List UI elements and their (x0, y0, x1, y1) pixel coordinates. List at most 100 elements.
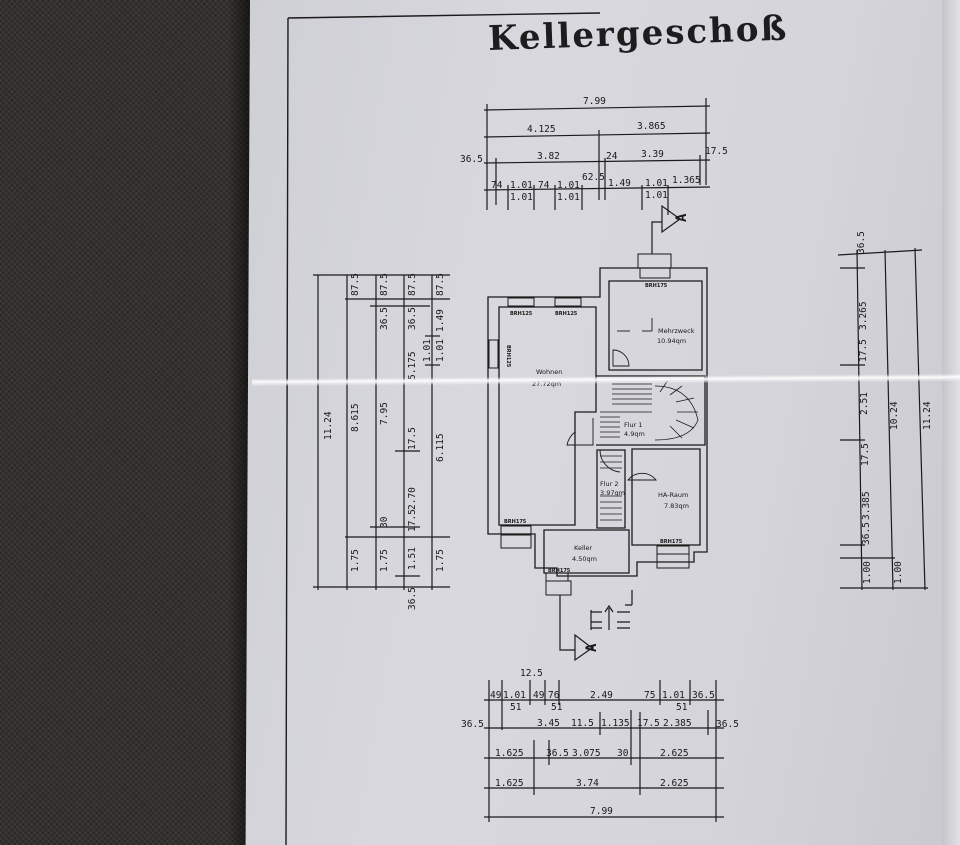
section-lines (559, 204, 682, 662)
dim-left-c2-0: 87.5 (350, 273, 361, 296)
dim-left-c4-6: 1.51 (407, 547, 418, 570)
dim-top-r4s-0: 1.01 (510, 192, 533, 203)
dim-left-c2-2: 1.75 (350, 549, 361, 572)
dim-bottom-r2-1: 3.45 (537, 718, 560, 729)
dim-bottom-r3-0: 1.625 (495, 748, 524, 759)
dim-left-c4-5: 17.5 (407, 509, 418, 532)
dim-left-total: 11.24 (323, 411, 334, 440)
dim-right-c1-6: 36.5 (861, 522, 872, 545)
dim-bottom-note: 12.5 (520, 668, 543, 679)
section-markers: A A (584, 213, 690, 652)
dim-bottom-r1-4: 2.49 (590, 690, 613, 701)
left-dimensions (313, 274, 450, 590)
room-area-flur-2: 3.97qm (600, 489, 625, 497)
dim-left-c4-4: 2.70 (407, 487, 418, 510)
window-labels: BRH125 BRH125 BRH125 BRH175 BRH175 BRH17… (504, 283, 683, 574)
room-name-wohnen: Wohnen (536, 368, 562, 376)
dim-right-c1-7: 1.00 (862, 561, 873, 584)
brh-wohnen-top-right: BRH125 (555, 311, 578, 317)
dim-bottom-r1-2: 49 (533, 690, 545, 701)
paper-edge (942, 0, 960, 845)
paper-shadow (228, 0, 250, 845)
dim-top-r4-1: 1.01 (510, 180, 533, 191)
dim-right-c1-0: 36.5 (856, 231, 867, 254)
dim-left-c2-1: 8.615 (350, 403, 361, 432)
dim-top-r4-4: 62.5 (582, 172, 605, 183)
dim-top-r4-3: 1.01 (557, 180, 580, 191)
dim-top-r4s-2: 1.01 (645, 190, 668, 201)
dim-top-r3-2: 24 (606, 151, 618, 162)
dim-top-r4s-1: 1.01 (557, 192, 580, 203)
bottom-dimensions (484, 680, 724, 822)
room-name-keller: Keller (574, 544, 593, 552)
dim-top-r3-4: 17.5 (705, 146, 728, 157)
brh-wohnen-top-left: BRH125 (510, 311, 533, 317)
dim-bottom-r1s-1: 51 (551, 702, 563, 713)
dim-left-c5-3: 1.01 (435, 339, 446, 362)
dim-bottom-r1-3: 76 (548, 690, 560, 701)
dim-bottom-r4-0: 1.625 (495, 778, 524, 789)
dim-left-c3-0: 87.5 (379, 273, 390, 296)
room-name-ha-raum: HA-Raum (658, 491, 688, 499)
dim-left-c4-0: 87.5 (407, 273, 418, 296)
room-name-flur-1: Flur 1 (624, 421, 643, 429)
dim-top-r4-7: 1.365 (672, 175, 701, 186)
brh-wohnen-left: BRH125 (505, 345, 511, 368)
dim-right-c2-0: 10.24 (889, 401, 900, 430)
dim-right-c1-5: 3.385 (861, 491, 872, 520)
dim-bottom-r4-2: 2.625 (660, 778, 689, 789)
dim-top-r4-5: 1.49 (608, 178, 631, 189)
dim-bottom-r1-1: 1.01 (503, 690, 526, 701)
dim-bottom-r2-3: 1.135 (601, 718, 630, 729)
dim-right-c2-1: 1.00 (893, 561, 904, 584)
dim-left-c3-4: 1.75 (379, 549, 390, 572)
dim-left-c3-2: 7.95 (379, 402, 390, 425)
dim-bottom-r3-1: 36.5 (546, 748, 569, 759)
brh-keller-bottom: BRH175 (548, 568, 571, 574)
room-name-flur-2: Flur 2 (600, 480, 619, 488)
walls (487, 267, 708, 577)
dim-left-c5-0: 87.5 (435, 273, 446, 296)
room-area-mehrzweck: 10.94qm (657, 337, 686, 345)
dim-right-c1-2: 17.5 (858, 339, 869, 362)
dim-bottom-r2-0: 36.5 (461, 719, 484, 730)
dim-left-c5-1: 1.49 (435, 309, 446, 332)
section-marker-top: A (674, 213, 690, 222)
brh-mehrzweck-top: BRH175 (645, 283, 668, 289)
page-border (285, 12, 601, 845)
right-dimension-labels: 36.5 3.265 17.5 2.51 17.5 3.385 36.5 1.0… (856, 231, 933, 584)
bottom-dimension-labels: 12.5 49 1.01 49 76 2.49 75 1.01 36.5 51 … (461, 668, 739, 817)
dim-bottom-r1-0: 49 (490, 690, 502, 701)
dim-right-c1-3: 2.51 (859, 392, 870, 415)
dim-left-c4-3: 17.5 (407, 427, 418, 450)
dim-bottom-total: 7.99 (590, 806, 613, 817)
dim-left-c4-7: 36.5 (407, 587, 418, 610)
dim-left-c4-2: 5.175 (407, 351, 418, 380)
brh-ha-raum-bottom: BRH175 (660, 539, 683, 545)
dim-bottom-r1-6: 1.01 (662, 690, 685, 701)
dim-bottom-r3-2: 3.075 (572, 748, 601, 759)
dim-left-c5-2: 1.01 (422, 339, 433, 362)
dim-left-c3-1: 36.5 (379, 307, 390, 330)
stairs (600, 379, 699, 521)
dim-top-r4-6: 1.01 (645, 178, 668, 189)
dim-left-c3-3: 30 (379, 516, 390, 528)
dim-bottom-r2-2: 11.5 (571, 718, 594, 729)
room-area-flur-1: 4.9qm (624, 430, 645, 438)
dim-right-c1-1: 3.265 (858, 301, 869, 330)
brh-wohnen-bottom: BRH175 (504, 519, 527, 525)
windows (488, 253, 690, 596)
fabric-background (0, 0, 250, 845)
dim-top-r4-0: 74 (491, 180, 503, 191)
dim-top-r3-1: 3.82 (537, 151, 560, 162)
dim-bottom-r2-5: 2.385 (663, 718, 692, 729)
dim-top-r3-0: 36.5 (460, 154, 483, 165)
top-dimensions (483, 98, 711, 215)
room-name-mehrzweck: Mehrzweck (658, 327, 695, 335)
dim-top-right: 3.865 (637, 121, 666, 132)
dim-bottom-r1-7: 36.5 (692, 690, 715, 701)
dim-right-c1-4: 17.5 (860, 443, 871, 466)
right-dimensions (837, 247, 928, 591)
dim-bottom-r2-4: 17.5 (637, 718, 660, 729)
